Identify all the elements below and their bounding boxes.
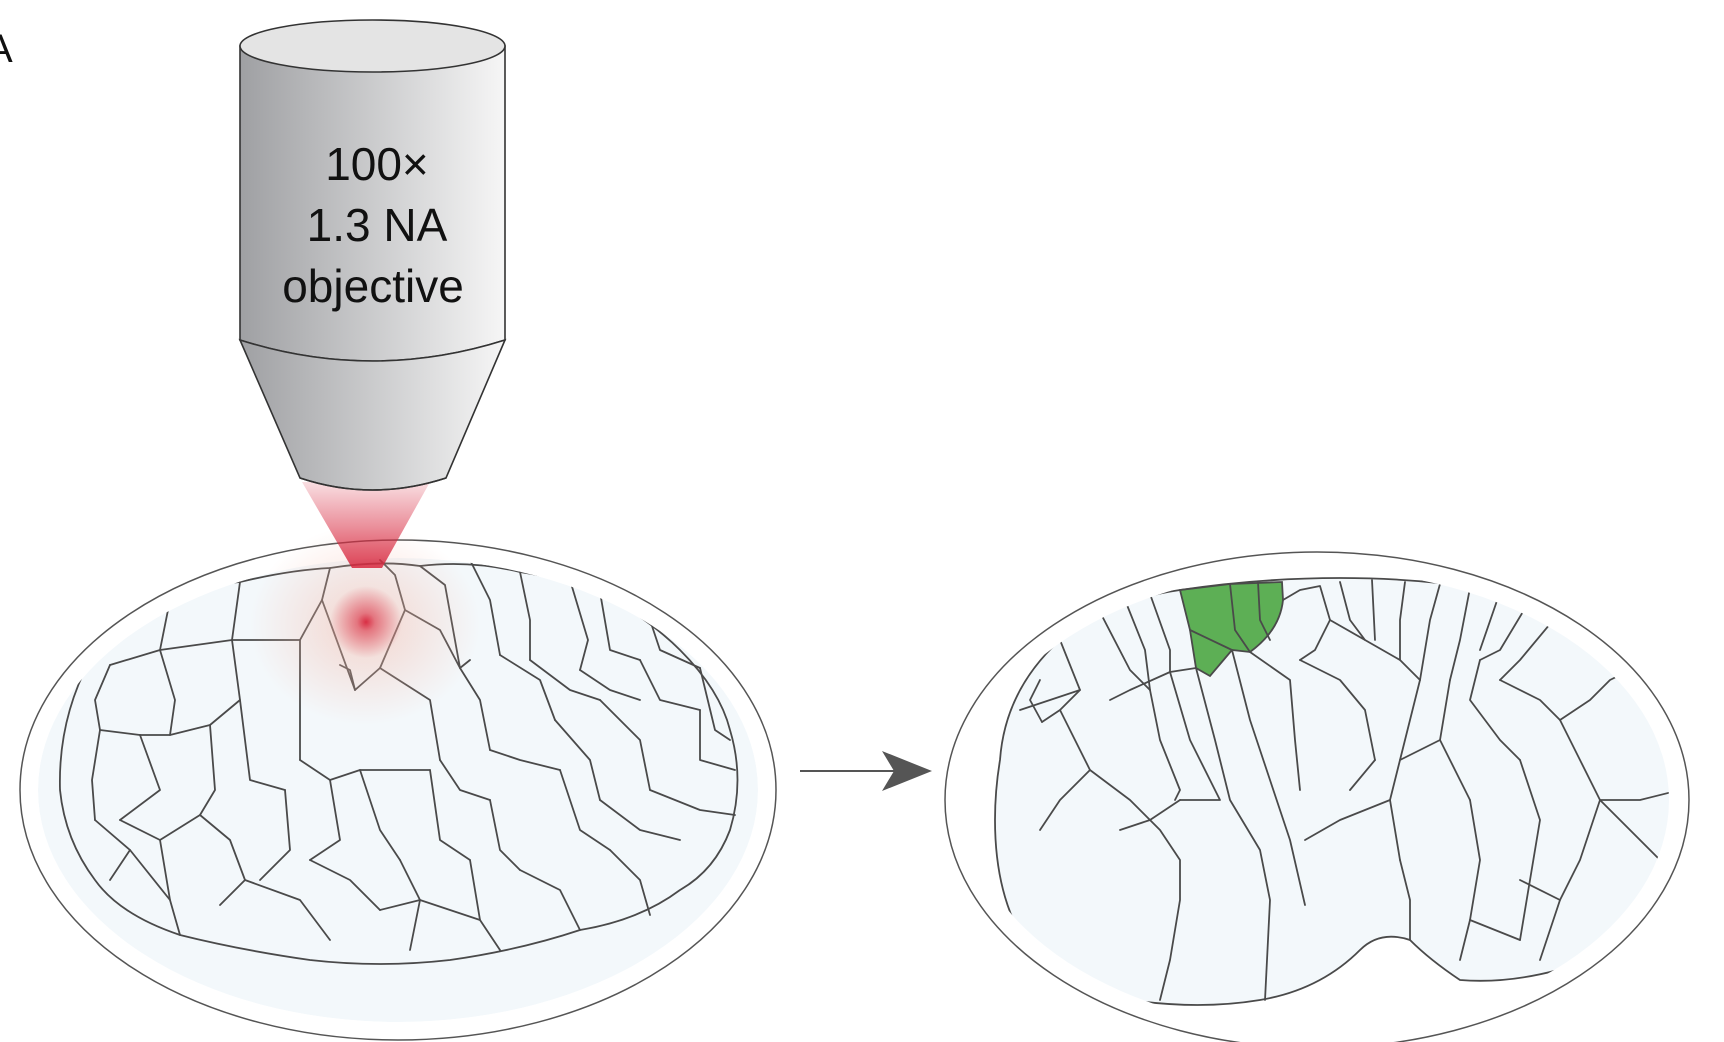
right-embryo	[944, 551, 1690, 1042]
laser-beam	[302, 482, 430, 568]
objective-top-rim	[239, 19, 506, 73]
panel-label: A	[0, 27, 13, 71]
objective-lens-lip	[299, 477, 447, 491]
laser-focal-spot	[330, 586, 402, 658]
arrow-head	[882, 751, 932, 791]
microscope-objective: 100× 1.3 NA objective	[238, 19, 507, 491]
objective-type: objective	[282, 260, 464, 312]
objective-magnification: 100×	[325, 138, 429, 190]
objective-numerical-aperture: 1.3 NA	[307, 199, 448, 251]
objective-nose	[238, 338, 507, 491]
left-embryo	[19, 539, 777, 1041]
progression-arrow	[800, 751, 932, 791]
